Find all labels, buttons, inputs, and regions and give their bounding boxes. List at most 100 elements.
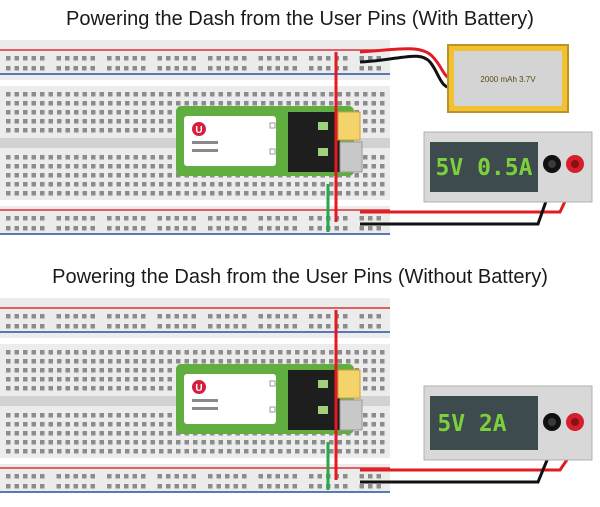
breadboard-hole — [23, 440, 28, 445]
breadboard-hole — [116, 431, 121, 436]
breadboard-hole — [261, 359, 266, 364]
breadboard-hole — [31, 377, 36, 382]
scene-with-battery: U 2000 mAh 3.7V 5V 0.5A — [0, 40, 593, 235]
breadboard-hole — [380, 191, 385, 196]
breadboard-hole — [6, 119, 11, 124]
breadboard-hole — [116, 110, 121, 115]
breadboard-hole — [216, 216, 221, 221]
breadboard-hole — [14, 119, 19, 124]
breadboard-hole — [133, 128, 138, 133]
breadboard-hole — [363, 386, 368, 391]
breadboard-hole — [73, 226, 78, 231]
breadboard-hole — [57, 182, 62, 187]
breadboard-hole — [23, 449, 28, 454]
breadboard-hole — [73, 474, 78, 479]
breadboard-hole — [14, 173, 19, 178]
breadboard-hole — [150, 368, 155, 373]
breadboard-hole — [363, 110, 368, 115]
breadboard-hole — [380, 164, 385, 169]
breadboard-hole — [233, 226, 238, 231]
breadboard-hole — [40, 56, 45, 61]
breadboard-hole — [278, 359, 283, 364]
breadboard-hole — [368, 66, 373, 71]
breadboard-hole — [363, 128, 368, 133]
breadboard-hole — [225, 484, 230, 489]
breadboard-hole — [167, 449, 172, 454]
breadboard-hole — [329, 440, 334, 445]
breadboard-hole — [167, 350, 172, 355]
breadboard-hole — [90, 484, 95, 489]
sticker-text-line — [192, 407, 218, 410]
breadboard-hole — [23, 226, 28, 231]
breadboard-hole — [371, 182, 376, 187]
breadboard-hole — [133, 359, 138, 364]
breadboard-hole — [91, 191, 96, 196]
breadboard-hole — [150, 101, 155, 106]
breadboard-hole — [309, 216, 314, 221]
breadboard-hole — [40, 368, 45, 373]
breadboard-hole — [90, 324, 95, 329]
breadboard-hole — [176, 440, 181, 445]
breadboard-hole — [142, 164, 147, 169]
breadboard-hole — [23, 377, 28, 382]
breadboard-hole — [354, 191, 359, 196]
breadboard-hole — [295, 449, 300, 454]
breadboard-hole — [191, 324, 196, 329]
breadboard-hole — [167, 440, 172, 445]
breadboard-hole — [337, 182, 342, 187]
breadboard-hole — [48, 350, 53, 355]
breadboard-hole — [82, 449, 87, 454]
breadboard-hole — [218, 449, 223, 454]
breadboard-hole — [150, 440, 155, 445]
breadboard-hole — [48, 422, 53, 427]
breadboard-hole — [225, 216, 230, 221]
breadboard-hole — [90, 314, 95, 319]
breadboard-hole — [107, 484, 112, 489]
breadboard-hole — [73, 56, 78, 61]
breadboard-hole — [167, 359, 172, 364]
breadboard-hole — [31, 474, 36, 479]
breadboard-hole — [116, 164, 121, 169]
led — [269, 406, 276, 413]
breadboard-hole — [201, 182, 206, 187]
breadboard-hole — [48, 110, 53, 115]
breadboard-hole — [65, 164, 70, 169]
breadboard-hole — [371, 440, 376, 445]
breadboard-hole — [278, 350, 283, 355]
breadboard-hole — [142, 413, 147, 418]
breadboard-hole — [23, 119, 28, 124]
breadboard-hole — [269, 359, 274, 364]
breadboard-hole — [380, 92, 385, 97]
breadboard-hole — [354, 173, 359, 178]
breadboard-hole — [6, 66, 11, 71]
breadboard-hole — [6, 164, 11, 169]
breadboard-hole — [208, 216, 213, 221]
breadboard-hole — [292, 474, 297, 479]
breadboard-hole — [242, 56, 247, 61]
breadboard-hole — [91, 431, 96, 436]
breadboard-hole — [74, 182, 79, 187]
pin-pad — [318, 148, 328, 156]
breadboard-hole — [337, 191, 342, 196]
breadboard-hole — [157, 474, 162, 479]
breadboard-hole — [176, 182, 181, 187]
breadboard-hole — [73, 314, 78, 319]
breadboard-hole — [14, 155, 19, 160]
breadboard-hole — [343, 314, 348, 319]
led — [269, 380, 276, 387]
breadboard-hole — [150, 449, 155, 454]
breadboard-hole — [244, 191, 249, 196]
breadboard-hole — [267, 474, 272, 479]
breadboard-hole — [48, 377, 53, 382]
breadboard-hole — [174, 226, 179, 231]
breadboard-hole — [31, 191, 36, 196]
breadboard-hole — [312, 359, 317, 364]
breadboard-hole — [235, 449, 240, 454]
breadboard-hole — [275, 66, 280, 71]
breadboard-hole — [157, 66, 162, 71]
breadboard-hole — [275, 226, 280, 231]
breadboard-hole — [142, 368, 147, 373]
breadboard-hole — [14, 110, 19, 115]
breadboard-hole — [193, 350, 198, 355]
breadboard-hole — [337, 92, 342, 97]
